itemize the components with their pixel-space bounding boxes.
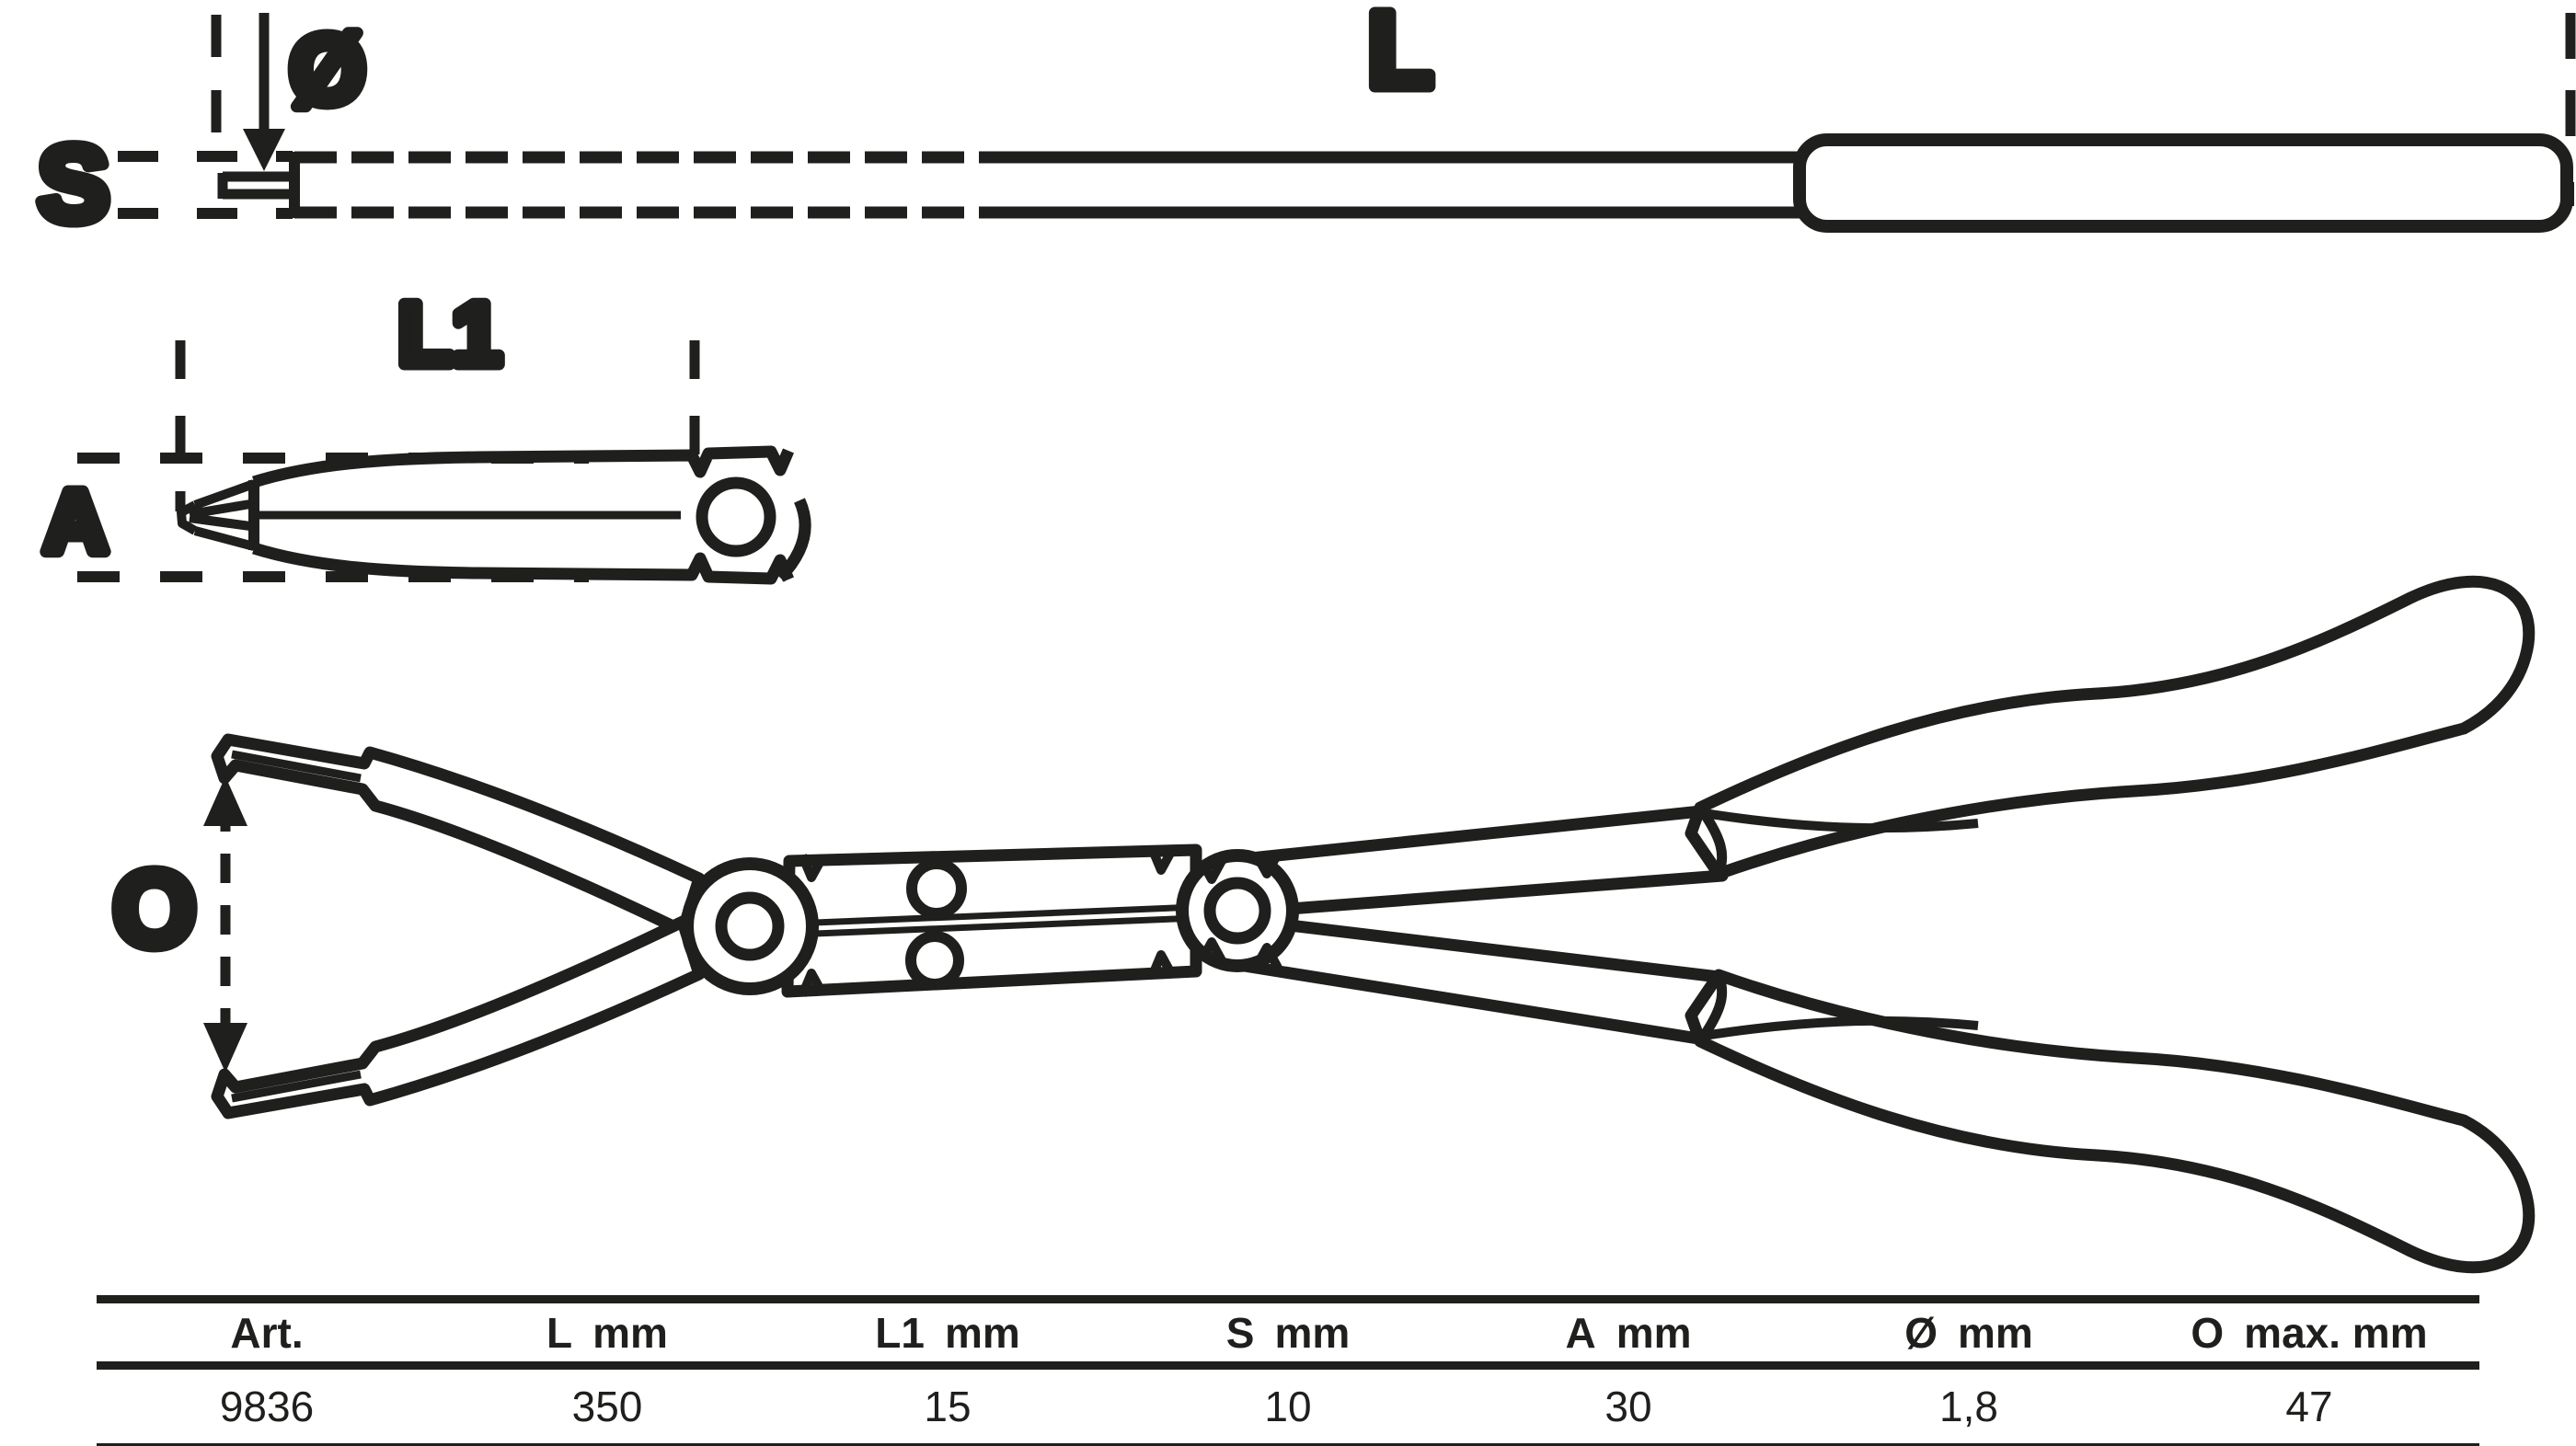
col-label: L [546,1308,573,1357]
left-pivot-hole [715,891,785,961]
lower-grip [1685,969,2536,1274]
value-diameter: 1,8 [1939,1383,1998,1430]
col-label: A [1565,1308,1596,1357]
col-unit: mm [1616,1308,1692,1357]
straight-jaw-tip [217,171,294,200]
a-label: A [43,473,107,571]
col-header-s: S mm [1118,1303,1458,1361]
upper-grip-contour [1703,809,1979,833]
value-o-max: 47 [2285,1383,2333,1430]
col-unit: mm [592,1308,668,1357]
col-label: Art. [230,1308,304,1357]
col-label: S [1225,1308,1255,1357]
col-unit: mm [1274,1308,1351,1357]
tip-detail-view: L1 A [38,280,811,585]
o-arrow-head-down [203,1023,247,1073]
col-header-art: Art. [97,1303,437,1361]
value-s: 10 [1264,1383,1312,1430]
col-header-l: L mm [437,1303,777,1361]
detail-jaw-fork-tip [177,479,256,551]
value-l: 350 [571,1383,643,1430]
lower-handle-arm [1226,913,1725,1046]
right-pivot-hole [1203,877,1271,945]
value-l1: 15 [924,1383,972,1430]
diameter-label: Ø [290,16,365,124]
s-label: S [38,124,109,244]
value-a: 30 [1604,1383,1652,1430]
spec-table-value-row: 9836 350 15 10 30 1,8 47 [97,1370,2479,1443]
upper-rivet [906,858,967,919]
o-label: O [113,849,196,969]
detail-pivot-hole [696,476,776,557]
spec-table-header-row: Art. L mm L1 mm S mm A mm Ø mm [97,1303,2479,1370]
col-label: O [2191,1308,2225,1357]
boss-break-marks [1197,851,1282,970]
o-arrow-head-up [203,776,247,826]
col-header-diameter: Ø mm [1799,1303,2139,1361]
lower-rivet [905,931,964,990]
l-label: L [1368,0,1433,109]
upper-jaw-tip-seam [231,750,362,783]
detail-boss-break-arc [776,498,811,582]
col-unit: mm [1957,1308,2033,1357]
col-label: L1 [875,1308,925,1357]
straight-view: S Ø L [32,0,2576,250]
value-art: 9836 [219,1383,315,1430]
col-unit: max. mm [2244,1308,2428,1357]
col-header-l1: L1 mm [777,1303,1118,1361]
straight-handle [1793,133,2573,233]
detail-jaw-bottom-edge [252,542,794,585]
shank-solid-edges [994,151,1801,219]
lower-jaw-tip-seam [231,1070,362,1103]
handle-tab [2563,182,2574,206]
upper-handle-arm [1226,803,1729,919]
lower-grip-contour [1703,1016,1979,1040]
l1-label: L1 [398,285,501,384]
col-header-a: A mm [1458,1303,1799,1361]
linkage-break-marks [798,846,1177,997]
spec-table: Art. L mm L1 mm S mm A mm Ø mm [97,1295,2479,1446]
col-label: Ø [1904,1308,1938,1357]
diameter-arrow-head [243,129,285,171]
col-header-o-max: O max. mm [2139,1303,2479,1361]
col-unit: mm [944,1308,1020,1357]
shank-dashed-edges [294,151,994,219]
linkage-seam [792,903,1199,938]
upper-grip [1685,575,2536,880]
pliers-open-view: O [107,575,2536,1274]
detail-jaw-top-edge [252,445,794,488]
